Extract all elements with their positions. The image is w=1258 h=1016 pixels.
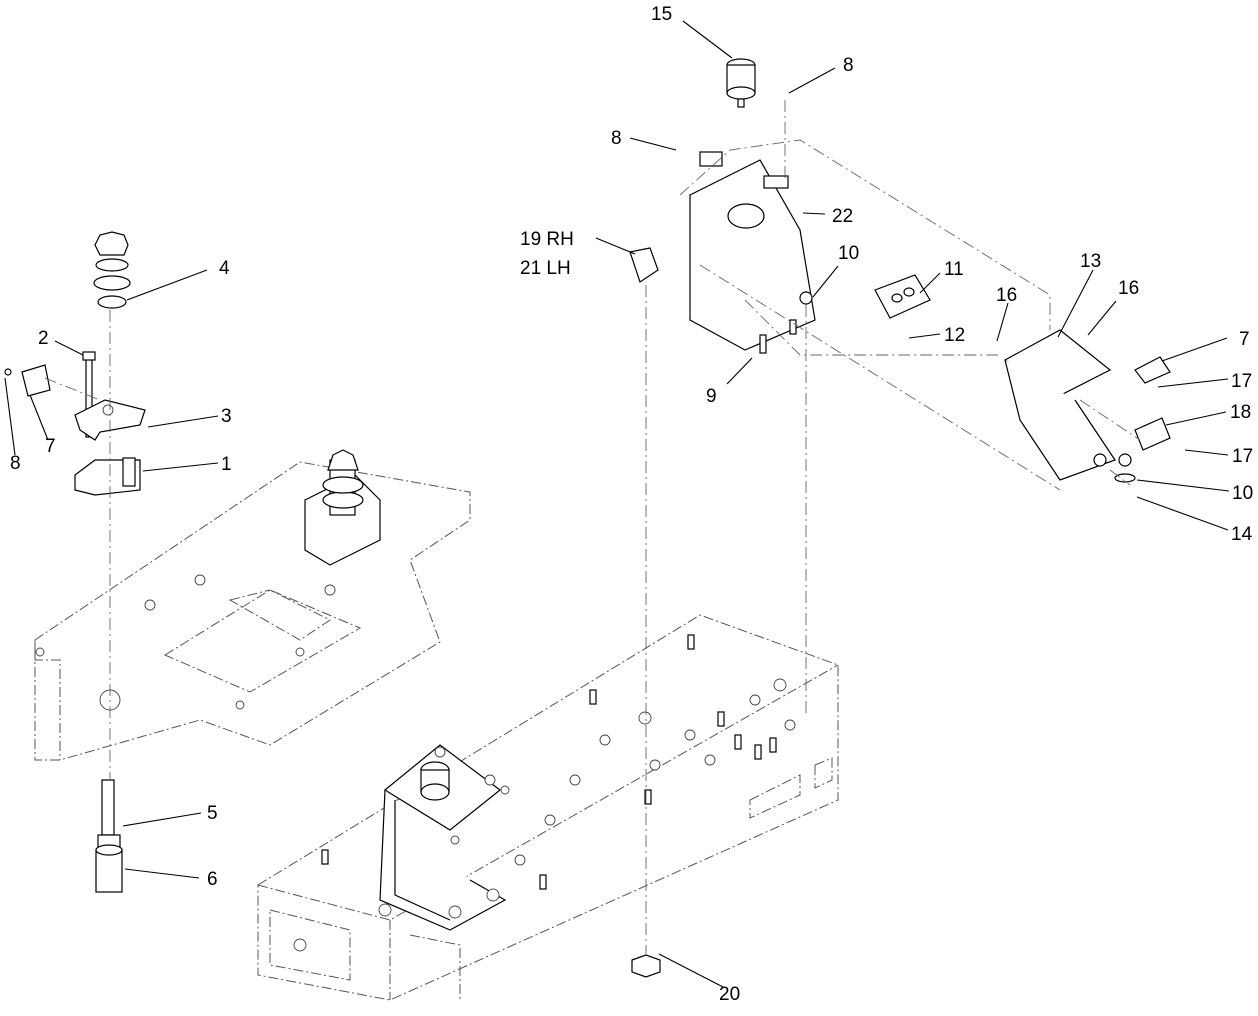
callout-15: 15 [651, 4, 672, 25]
callout-labels: 15 8 8 22 19 RH 21 LH 10 11 13 16 16 12 … [10, 4, 1253, 1005]
left-exploded-stack [4, 231, 146, 893]
callout-2: 2 [38, 328, 49, 349]
callout-1: 1 [221, 454, 232, 475]
callout-3: 3 [221, 406, 232, 427]
left-frame-plate [34, 461, 471, 761]
callout-16-right: 16 [1118, 278, 1139, 299]
callout-4: 4 [219, 258, 230, 279]
callout-5: 5 [207, 803, 218, 824]
main-frame-box [257, 614, 839, 1001]
installed-bracket-assembly [379, 744, 507, 931]
leader-lines [4, 20, 1230, 988]
assembly-ghost-lines [44, 100, 1141, 955]
callout-6: 6 [207, 869, 218, 890]
callout-20: 20 [719, 984, 740, 1005]
callout-12: 12 [944, 325, 965, 346]
callout-22: 22 [832, 206, 853, 227]
callout-11: 11 [944, 259, 964, 280]
callout-7-right: 7 [1239, 329, 1250, 350]
callout-17-upper: 17 [1231, 371, 1252, 392]
callout-21-lh: 21 LH [520, 258, 571, 279]
callout-9: 9 [706, 386, 717, 407]
callout-17-lower: 17 [1232, 446, 1253, 467]
callout-10-right: 10 [1232, 483, 1253, 504]
callout-8-left-stack: 8 [10, 453, 21, 474]
callout-16-left: 16 [996, 285, 1017, 306]
callout-8-top: 8 [843, 55, 854, 76]
plate-wheel-assembly [304, 449, 381, 566]
upper-exploded-assembly [629, 58, 1171, 978]
callout-8-left: 8 [611, 128, 622, 149]
callout-19-rh: 19 RH [520, 229, 574, 250]
callout-13: 13 [1080, 251, 1101, 272]
callout-10-upper: 10 [838, 243, 859, 264]
callout-18: 18 [1230, 402, 1251, 423]
callout-14: 14 [1231, 524, 1253, 545]
callout-7-left: 7 [45, 436, 56, 457]
